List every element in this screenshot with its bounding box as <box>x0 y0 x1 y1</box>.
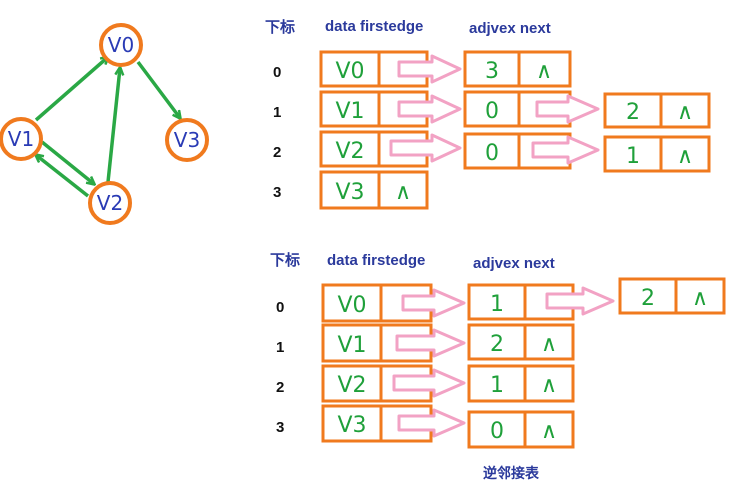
pointer-arrow <box>397 408 466 438</box>
next-cell <box>523 323 575 361</box>
row-index: 2 <box>276 379 284 396</box>
vertex-row: 1 V1 0 2 ∧ <box>273 90 711 129</box>
pointer-arrow <box>545 286 615 316</box>
pointer-arrow <box>395 328 466 358</box>
vertex-row: 3 V3 ∧ <box>273 170 429 210</box>
adjvex-cell <box>467 410 527 449</box>
adjvex-value: 0 <box>485 141 499 166</box>
next-cell <box>523 410 575 449</box>
adjvex-value: 3 <box>485 59 499 84</box>
next-value: ∧ <box>541 419 557 444</box>
row-index: 2 <box>273 144 281 161</box>
header-index: 下标 <box>265 18 295 36</box>
header-vertex: data firstedge <box>325 18 423 35</box>
firstedge-cell <box>377 170 429 210</box>
pointer-arrow <box>397 54 462 84</box>
pointer-arrow <box>401 288 466 318</box>
next-value: ∧ <box>536 59 552 84</box>
data-value: V2 <box>337 373 366 398</box>
next-cell <box>517 50 572 88</box>
vertex-label: V2 <box>97 191 123 215</box>
vertex-row: 2 V2 1 ∧ <box>276 364 575 403</box>
adjvex-value: 0 <box>485 99 499 124</box>
adjvex-value: 1 <box>490 373 504 398</box>
edge-v2-v1 <box>36 155 90 198</box>
vertex-v2: V2 <box>88 181 132 225</box>
data-cell <box>321 283 383 323</box>
next-cell <box>659 135 711 173</box>
data-cell <box>321 323 383 363</box>
next-value: ∧ <box>677 144 693 169</box>
header-edge: adjvex next <box>473 255 555 272</box>
header-index: 下标 <box>270 251 300 269</box>
data-value: V0 <box>337 293 366 318</box>
graph: V0 V1 V2 V3 <box>0 23 209 225</box>
adjvex-value: 2 <box>641 286 655 311</box>
adjvex-cell <box>603 135 663 173</box>
row-index: 1 <box>273 104 281 121</box>
next-cell <box>523 364 575 403</box>
row-index: 0 <box>276 299 284 316</box>
vertex-row: 0 V0 3 ∧ <box>273 50 572 88</box>
pointer-arrow <box>392 368 466 398</box>
next-cell <box>659 92 711 129</box>
vertex-label: V3 <box>174 128 200 152</box>
pointer-arrow <box>397 94 462 124</box>
data-cell <box>319 50 381 88</box>
vertex-row: 3 V3 0 ∧ <box>276 404 575 449</box>
edge-v2-v0 <box>106 68 120 183</box>
vertex-label: V0 <box>108 33 134 57</box>
vertex-row: 0 V0 1 2 ∧ <box>276 277 726 323</box>
edge-v0-v3 <box>136 60 180 118</box>
vertex-row: 2 V2 0 1 ∧ <box>273 130 711 173</box>
data-value: V1 <box>335 99 364 124</box>
pointer-arrow <box>389 133 462 163</box>
data-value: V0 <box>335 59 364 84</box>
adjvex-value: 1 <box>626 144 640 169</box>
pointer-arrow <box>531 135 600 165</box>
row-index: 0 <box>273 64 281 81</box>
adjvex-value: 0 <box>490 419 504 444</box>
row-index: 3 <box>276 419 284 436</box>
vertex-v3: V3 <box>165 118 209 162</box>
next-cell <box>674 277 726 315</box>
adjvex-cell <box>463 50 521 88</box>
row-index: 1 <box>276 339 284 356</box>
vertex-label: V1 <box>8 127 34 151</box>
next-value: ∧ <box>677 100 693 125</box>
vertex-row: 1 V1 2 ∧ <box>276 323 575 363</box>
adjvex-cell <box>467 283 527 321</box>
adjvex-value: 1 <box>490 292 504 317</box>
header-edge: adjvex next <box>469 20 551 37</box>
firstedge-value: ∧ <box>395 180 411 205</box>
edge-v1-v2 <box>40 140 94 184</box>
vertex-v1: V1 <box>0 117 43 161</box>
data-value: V3 <box>335 180 364 205</box>
row-index: 3 <box>273 184 281 201</box>
next-value: ∧ <box>692 286 708 311</box>
data-value: V3 <box>337 413 366 438</box>
next-value: ∧ <box>541 373 557 398</box>
top-adjacency-list: 下标 data firstedge adjvex next 0 V0 3 ∧ 1… <box>265 18 711 210</box>
bottom-inverse-adjacency-list: 下标 data firstedge adjvex next 0 V0 1 2 ∧… <box>270 251 726 482</box>
pointer-arrow <box>535 94 600 124</box>
adjvex-value: 2 <box>626 100 640 125</box>
adjvex-cell <box>467 364 527 403</box>
caption: 逆邻接表 <box>483 465 540 482</box>
data-value: V1 <box>337 333 366 358</box>
header-vertex: data firstedge <box>327 252 425 269</box>
vertex-v0: V0 <box>99 23 143 67</box>
next-value: ∧ <box>541 332 557 357</box>
edge-v1-v0 <box>34 57 108 122</box>
data-value: V2 <box>335 139 364 164</box>
adjvex-value: 2 <box>490 332 504 357</box>
